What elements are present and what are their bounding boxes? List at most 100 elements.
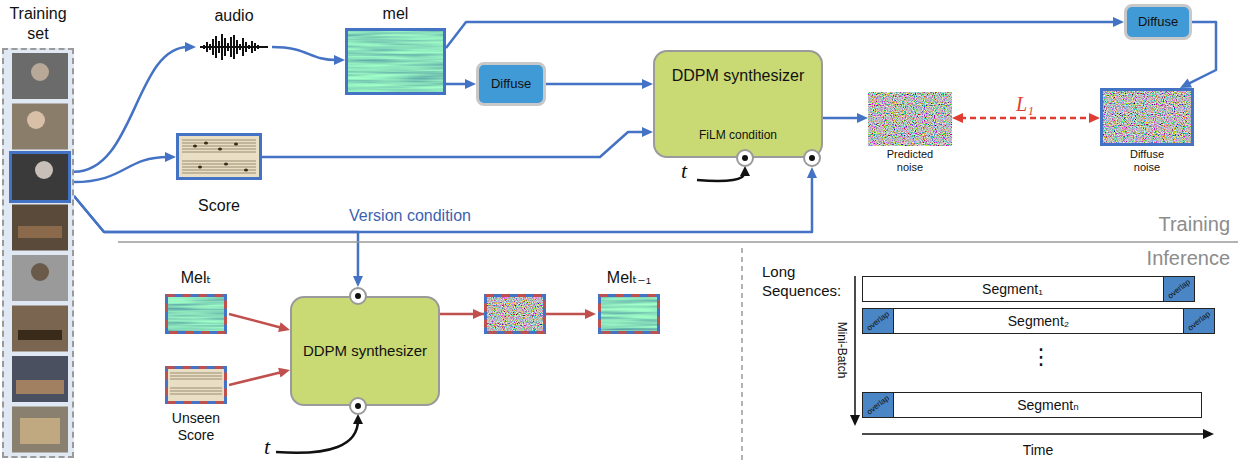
segment-row: Segmentₙoverlap bbox=[862, 392, 1202, 418]
dataset-thumbnails bbox=[12, 255, 68, 301]
flow-arrow bbox=[823, 113, 868, 123]
node-label: Diffuse noise bbox=[1122, 148, 1172, 174]
flow-line bbox=[440, 313, 588, 316]
time-step-arrow bbox=[276, 166, 750, 453]
diffuse-noise-image bbox=[1100, 88, 1194, 146]
dataset-thumbnails bbox=[27, 111, 45, 129]
denoised-mel-image bbox=[600, 296, 659, 333]
panel-heading: Long Sequences: bbox=[762, 262, 842, 300]
score-sheet bbox=[234, 143, 238, 146]
unseen-score-sheet bbox=[165, 366, 227, 404]
flow-line bbox=[272, 47, 337, 60]
node-label: Melₜ bbox=[181, 268, 212, 287]
score-sheet bbox=[182, 140, 256, 173]
score-sheet bbox=[218, 148, 222, 151]
node-label: mel bbox=[383, 4, 409, 23]
time-step-arrow bbox=[740, 166, 750, 176]
dataset-panel-fill bbox=[2, 48, 74, 458]
dataset-panel: Training set bbox=[2, 48, 74, 458]
section-label: Inference bbox=[1147, 246, 1230, 270]
node-label: Unseen Score bbox=[164, 410, 228, 444]
axis-label: Mini-Batch bbox=[835, 322, 849, 379]
arrow-head bbox=[642, 79, 653, 89]
arrow-head bbox=[334, 55, 345, 65]
node-label: Predicted noise bbox=[879, 148, 941, 174]
flow-line bbox=[446, 22, 1116, 48]
denoised-mel-image bbox=[600, 296, 659, 333]
axis-arrow bbox=[1203, 429, 1214, 439]
inference-mel-image bbox=[167, 296, 226, 333]
arrow-head bbox=[642, 127, 653, 137]
node-label: overlap bbox=[1186, 309, 1212, 332]
dataset-thumbnails bbox=[20, 418, 60, 444]
flow-arrow bbox=[74, 42, 196, 172]
flow-line bbox=[262, 132, 645, 157]
ellipsis-mark: ⋮ bbox=[1030, 345, 1052, 369]
arrow-head bbox=[1180, 79, 1192, 88]
flow-arrow bbox=[74, 152, 176, 182]
arrow-head bbox=[952, 113, 963, 123]
flow-line bbox=[546, 83, 645, 86]
dataset-panel-fill bbox=[2, 48, 74, 458]
inference-noise-image bbox=[486, 296, 545, 333]
dataset-thumbnails bbox=[12, 356, 68, 402]
mel-spectrogram bbox=[345, 28, 446, 95]
synthesizer-box: DDPM synthesizerFiLM condition bbox=[653, 50, 823, 158]
audio-node: audio bbox=[196, 6, 272, 64]
arrow-head bbox=[465, 79, 476, 89]
node-label: Diffuse bbox=[491, 76, 531, 92]
overlap-block: overlap bbox=[1163, 276, 1195, 302]
flow-arrow bbox=[446, 79, 476, 89]
dataset-thumbnails bbox=[18, 330, 62, 340]
overlap-block: overlap bbox=[1183, 308, 1215, 334]
flow-line bbox=[960, 117, 1092, 120]
inference-noise-image bbox=[486, 296, 545, 333]
score-image: Score bbox=[176, 133, 262, 215]
flow-arrow bbox=[446, 17, 1124, 48]
flow-arrow bbox=[262, 127, 653, 157]
inference-mel-image bbox=[167, 296, 226, 333]
mel-image: mel bbox=[345, 4, 446, 96]
flow-arrow bbox=[229, 314, 290, 332]
noise-image: Diffuse noise bbox=[1100, 88, 1194, 174]
time-step-arrow bbox=[276, 420, 358, 453]
axis-arrow bbox=[862, 433, 1204, 435]
node-label: Score bbox=[198, 196, 240, 215]
audio-waveform bbox=[200, 34, 268, 60]
dataset-thumbnails bbox=[16, 380, 64, 394]
node-label: DDPM synthesizer bbox=[303, 342, 427, 360]
section-divider bbox=[741, 248, 743, 464]
predicted-noise-image bbox=[868, 92, 952, 146]
arrow-head bbox=[353, 276, 363, 287]
flow-line bbox=[74, 196, 358, 279]
time-step-arrow bbox=[697, 172, 745, 181]
arrow-head bbox=[807, 167, 817, 178]
dataset-thumbnails bbox=[31, 263, 49, 281]
condition-label: FiLM condition bbox=[699, 128, 777, 142]
mel-image: Melₜ bbox=[163, 268, 229, 334]
node-label: Segmentₙ bbox=[895, 393, 1201, 417]
axis-arrow bbox=[850, 276, 1214, 439]
arrow-head bbox=[185, 42, 196, 52]
diffuse-box: Diffuse bbox=[1124, 4, 1192, 40]
axis-label: Time bbox=[1023, 442, 1054, 459]
score-sheet bbox=[193, 145, 197, 148]
axis-arrow bbox=[854, 276, 856, 416]
axis-arrow bbox=[850, 415, 860, 426]
segment-row: Segment₁overlap bbox=[862, 276, 1195, 302]
dataset-thumbnails bbox=[12, 53, 68, 99]
flow-arrow bbox=[272, 47, 345, 65]
edge-label: L₁ bbox=[1013, 92, 1037, 116]
time-variable: t bbox=[681, 160, 687, 182]
diffuse-box: Diffuse bbox=[476, 62, 546, 106]
synthesizer-box: DDPM synthesizer bbox=[290, 296, 440, 406]
time-variable: t bbox=[264, 436, 270, 458]
score-sheet bbox=[204, 142, 208, 145]
arrow-head bbox=[857, 113, 868, 123]
dataset-thumbnails bbox=[18, 226, 62, 238]
score-sheet bbox=[244, 169, 248, 172]
score-sheet bbox=[178, 135, 261, 179]
node-label: overlap bbox=[865, 309, 891, 332]
unseen-score-sheet bbox=[167, 368, 226, 403]
